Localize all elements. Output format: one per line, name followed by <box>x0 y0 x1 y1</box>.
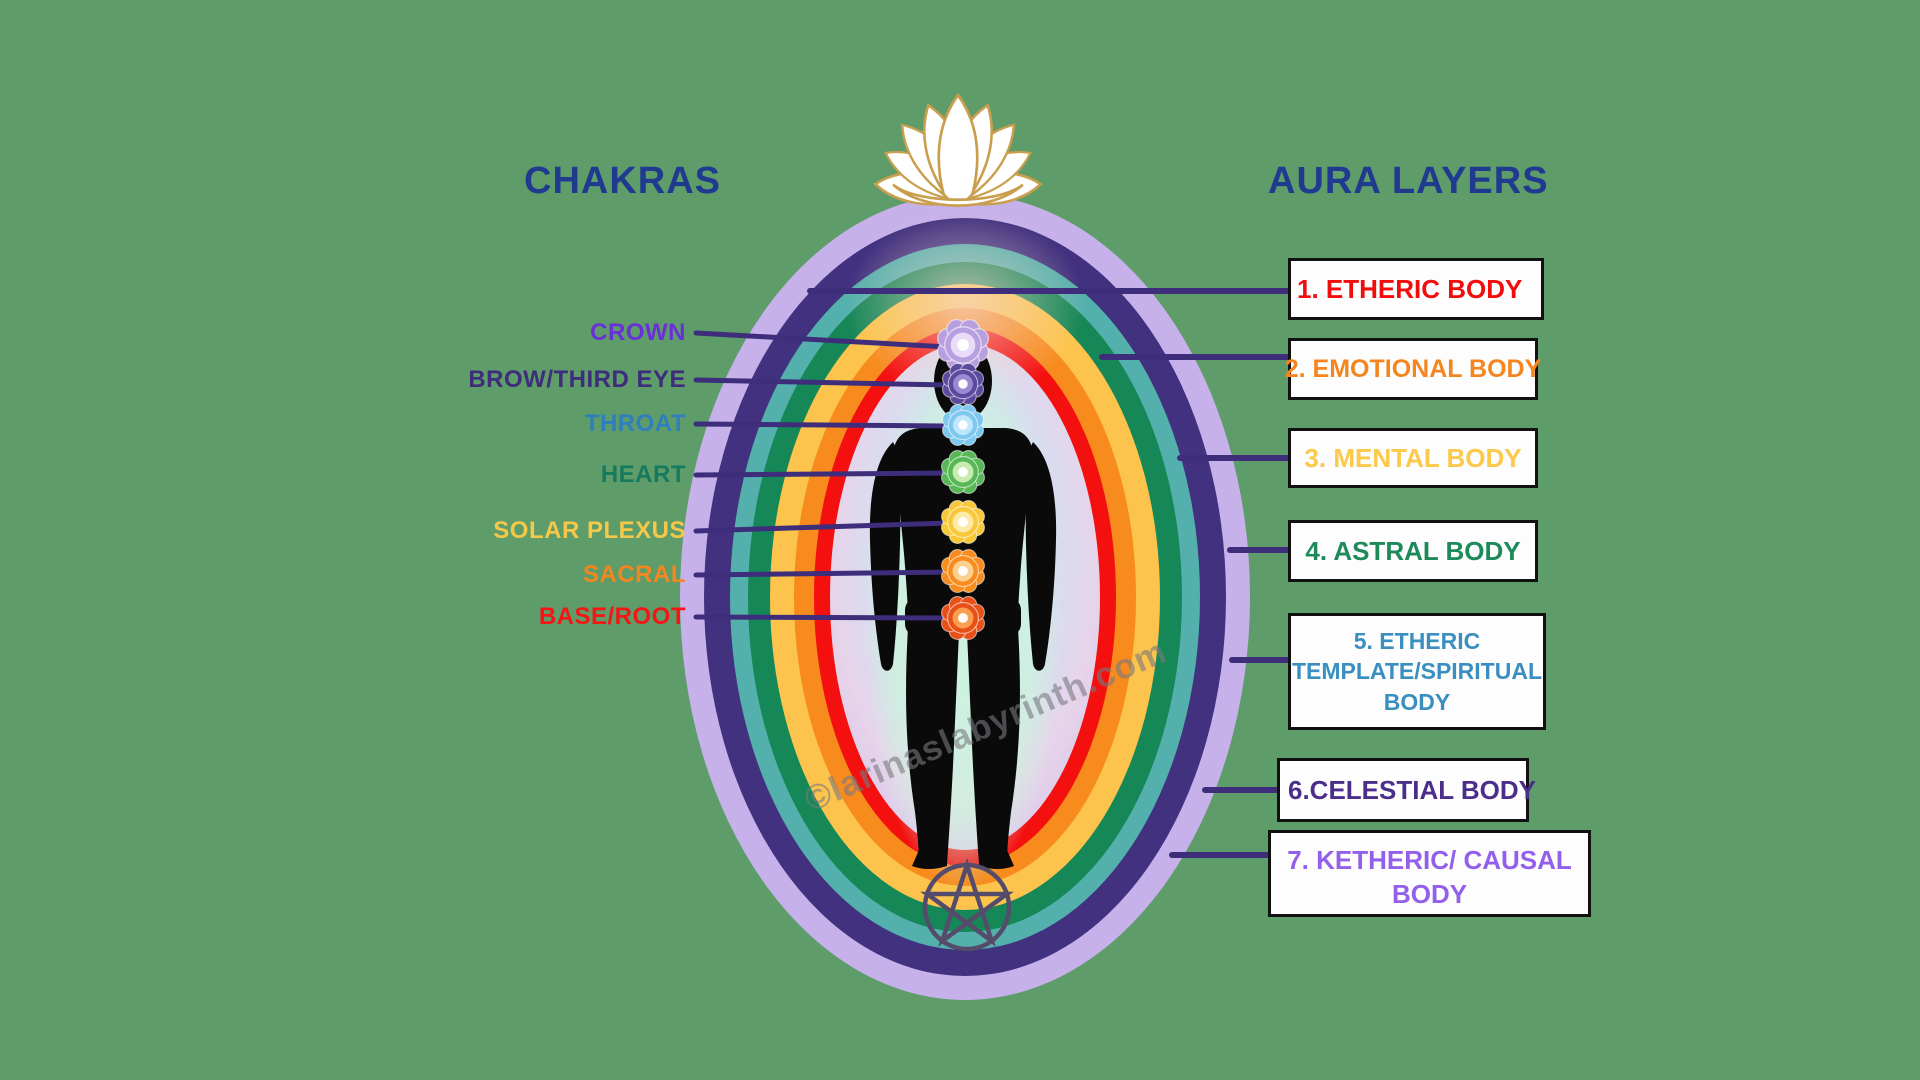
chakra-label-throat: THROAT <box>584 410 686 437</box>
chakra-label-solar-plexus: SOLAR PLEXUS <box>493 517 686 544</box>
pentagram-icon <box>920 857 1014 952</box>
aura-layer-box-mental: 3. MENTAL BODY <box>1288 428 1538 488</box>
connector-line-root <box>693 614 951 621</box>
chakra-icon-sacral <box>940 548 986 594</box>
chakra-label-heart: HEART <box>600 461 686 488</box>
chakras-title: CHAKRAS <box>524 160 721 202</box>
connector-line-brow <box>693 377 951 388</box>
chakra-icon-base-root <box>940 595 986 641</box>
chakra-label-base-root: BASE/ROOT <box>538 603 686 630</box>
chakra-label-brow-third-eye: BROW/THIRD EYE <box>468 366 686 393</box>
inner-pink-glow <box>845 210 1085 400</box>
connector-lines <box>693 288 1291 858</box>
aura-layers-title: AURA LAYERS <box>1268 160 1549 202</box>
aura-layer-box-etheric: 1. ETHERIC BODY <box>1288 258 1544 320</box>
chakra-icon-brow-third-eye <box>942 363 984 405</box>
connector-line-throat <box>693 421 949 429</box>
connector-line-heart <box>693 470 951 478</box>
connector-line-solar <box>693 520 953 534</box>
chakra-label-sacral: SACRAL <box>583 561 686 588</box>
chakra-icon-solar-plexus <box>940 499 986 545</box>
aura-layer-box-astral: 4. ASTRAL BODY <box>1288 520 1538 582</box>
chakra-label-crown: CROWN <box>590 319 686 346</box>
aura-layer-box-celestial: 6.CELESTIAL BODY <box>1277 758 1536 822</box>
chakra-icon-crown <box>937 319 989 371</box>
connector-line-sacral <box>693 569 955 578</box>
chakra-icon-throat <box>942 404 984 446</box>
aura-layer-box-ketheric-causal: 7. KETHERIC/ CAUSAL BODY <box>1268 830 1591 917</box>
aura-layer-box-emotional: 2. EMOTIONAL BODY <box>1285 338 1541 400</box>
aura-layer-box-etheric-template: 5. ETHERIC TEMPLATE/SPIRITUAL BODY <box>1288 613 1546 730</box>
lotus-icon <box>873 92 1043 207</box>
chakra-icon-heart <box>940 449 986 495</box>
connector-line-crown <box>693 330 951 350</box>
chakra-icons <box>937 319 989 641</box>
